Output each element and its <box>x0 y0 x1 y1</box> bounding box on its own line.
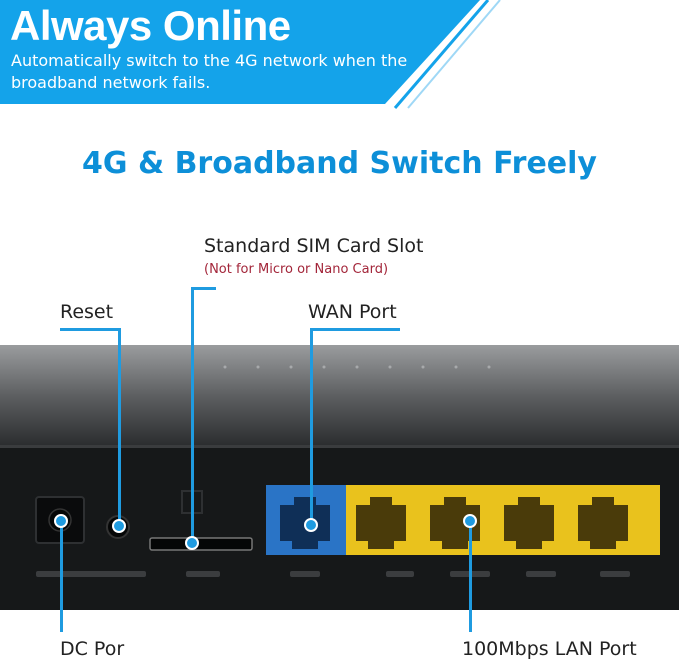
reset-callout-line-h <box>60 328 121 331</box>
lan-port-label: 100Mbps LAN Port <box>462 638 637 660</box>
wan-callout-line-h <box>310 328 400 331</box>
wan-port <box>266 485 346 555</box>
reset-callout-dot <box>112 519 126 533</box>
wan-port-label: WAN Port <box>308 301 397 323</box>
sim-slot-label: Standard SIM Card Slot <box>204 235 424 257</box>
reset-callout-line-v <box>118 328 121 522</box>
sim-callout-line-h <box>192 287 216 290</box>
dc-port-label: DC Por <box>60 638 125 660</box>
header-banner: Always Online Automatically switch to th… <box>0 0 679 110</box>
dc-callout-line <box>60 522 63 632</box>
sim-slot-note: (Not for Micro or Nano Card) <box>204 262 389 277</box>
reset-label: Reset <box>60 301 114 323</box>
wan-callout-line-v <box>310 328 313 524</box>
router-top-surface <box>0 345 679 445</box>
panel-print <box>36 571 630 577</box>
indicator-dots <box>223 365 491 369</box>
wan-callout-dot <box>304 518 318 532</box>
sim-callout-dot <box>185 536 199 550</box>
banner-shape <box>0 0 501 109</box>
lan-callout-line <box>469 522 472 632</box>
router-illustration <box>0 345 679 610</box>
dc-callout-dot <box>54 514 68 528</box>
sim-callout-line-v <box>191 287 194 543</box>
lan-callout-dot <box>463 514 477 528</box>
headline: 4G & Broadband Switch Freely <box>82 146 597 181</box>
banner-subtitle: Automatically switch to the 4G network w… <box>11 51 408 92</box>
lan-ports <box>346 485 660 555</box>
banner-title: Always Online <box>10 2 291 49</box>
